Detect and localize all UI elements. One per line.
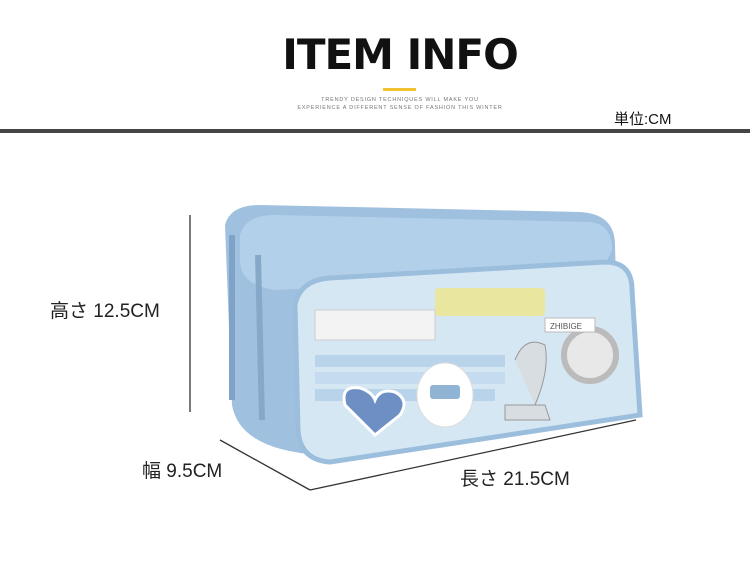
brand-sticker — [544, 317, 596, 333]
heart-sticker — [342, 386, 406, 438]
car-sticker-car — [430, 385, 460, 399]
width-label: 幅 9.5CM — [142, 461, 223, 482]
subtitle-line-2: EXPERIENCE A DIFFERENT SENSE OF FASHION … — [297, 105, 503, 111]
height-label: 高さ 12.5CM — [50, 301, 160, 322]
zipper-2 — [255, 254, 265, 421]
header-divider — [0, 129, 750, 133]
width-dimension-line — [219, 439, 311, 491]
unit-label: 単位:CM — [614, 111, 672, 128]
tape-roll — [561, 326, 619, 384]
notepad — [314, 309, 436, 341]
accent-divider — [383, 88, 416, 91]
binder-clip — [504, 341, 551, 421]
length-dimension-line — [309, 419, 637, 491]
subtitle-line-1: TRENDY DESIGN TECHNIQUES WILL MAKE YOU — [321, 97, 479, 103]
pen — [315, 355, 505, 367]
sticker-text: ZHIBIGE — [550, 322, 582, 331]
page-title: ITEM INFO — [282, 30, 519, 79]
eraser — [435, 288, 545, 316]
pen — [315, 372, 505, 384]
length-label: 長さ 21.5CM — [460, 469, 570, 490]
